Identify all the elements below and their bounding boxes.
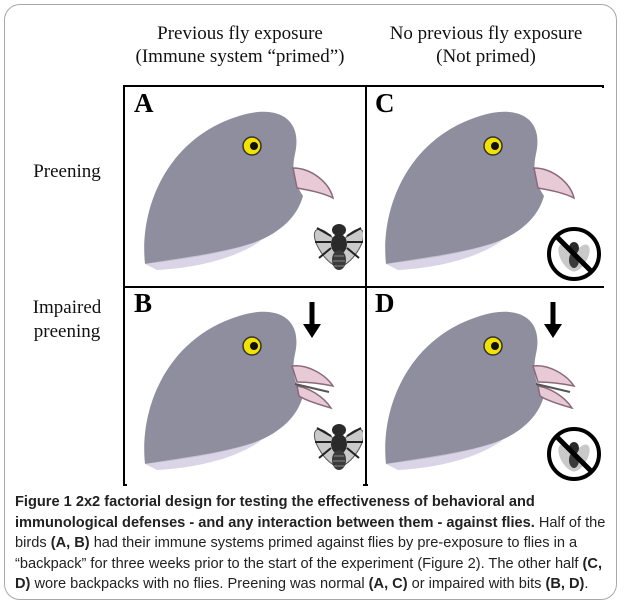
caption-text: or impaired with bits — [412, 576, 542, 592]
pigeon-pupil — [250, 342, 258, 350]
figure-caption: Figure 1 2x2 factorial design for testin… — [15, 492, 609, 595]
row-header-line: preening — [12, 320, 122, 344]
pigeon-illustration — [127, 288, 363, 486]
row-header-impaired-preening: Impaired preening — [12, 296, 122, 344]
fly-icon — [309, 424, 363, 471]
fly-icon — [309, 224, 363, 271]
column-header-line: (Immune system “primed”) — [115, 45, 365, 68]
row-header-preening: Preening — [12, 160, 122, 184]
row-header-line: Preening — [12, 160, 122, 184]
grid-divider-horizontal — [125, 286, 602, 288]
pigeon-beak-upper — [533, 366, 574, 386]
panel-label: A — [134, 88, 154, 118]
pigeon-pupil — [491, 342, 499, 350]
pigeon-pupil — [491, 142, 499, 150]
pigeon-head — [385, 312, 544, 464]
panel-d: D — [368, 288, 604, 486]
caption-text: . — [584, 576, 588, 592]
panel-b: B — [127, 288, 363, 486]
column-header-primed: Previous fly exposure (Immune system “pr… — [115, 22, 365, 68]
no-fly-icon — [549, 429, 599, 479]
panel-label: B — [134, 288, 152, 318]
down-arrow-icon — [544, 324, 562, 338]
pigeon-head — [144, 312, 303, 464]
down-arrow-icon — [303, 324, 321, 338]
no-fly-icon — [549, 229, 599, 279]
panel-label: C — [375, 88, 395, 118]
pigeon-head — [144, 112, 303, 264]
pigeon-illustration — [368, 288, 604, 486]
column-header-line: No previous fly exposure — [361, 22, 611, 45]
column-header-line: (Not primed) — [361, 45, 611, 68]
panel-label: D — [375, 288, 395, 318]
column-header-line: Previous fly exposure — [115, 22, 365, 45]
pigeon-illustration — [127, 88, 363, 286]
panel-grid: A C B D — [123, 85, 604, 486]
pigeon-beak-upper — [292, 366, 333, 386]
caption-text: had their immune systems primed against … — [15, 535, 578, 572]
caption-panel-ref: (A, B) — [51, 535, 90, 551]
column-header-not-primed: No previous fly exposure (Not primed) — [361, 22, 611, 68]
pigeon-pupil — [250, 142, 258, 150]
caption-panel-ref: (A, C) — [369, 576, 408, 592]
caption-panel-ref: (B, D) — [546, 576, 585, 592]
row-header-line: Impaired — [12, 296, 122, 320]
caption-text: wore backpacks with no flies. Preening w… — [34, 576, 364, 592]
panel-c: C — [368, 88, 604, 286]
pigeon-head — [385, 112, 544, 264]
caption-figure-label: Figure 1 — [15, 494, 72, 510]
pigeon-illustration — [368, 88, 604, 286]
caption-title: 2x2 factorial design for testing the eff… — [15, 494, 535, 531]
panel-a: A — [127, 88, 363, 286]
